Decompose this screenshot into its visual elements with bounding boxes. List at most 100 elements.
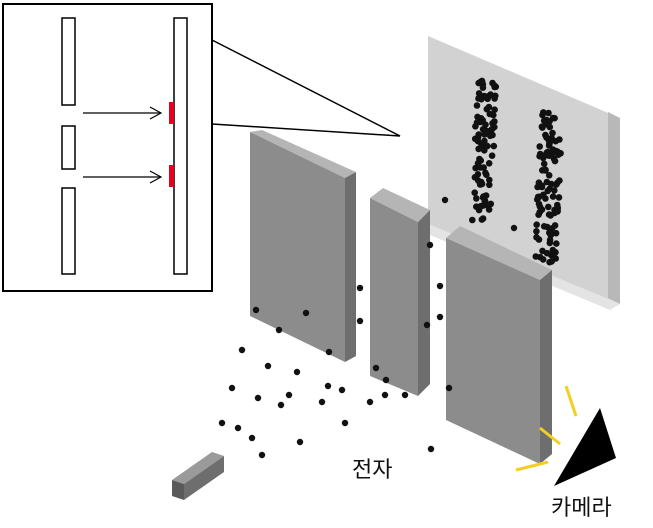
electron-dot xyxy=(372,364,380,372)
electron-dot xyxy=(491,106,498,113)
electron-dot xyxy=(485,160,493,167)
source-top xyxy=(172,452,224,484)
electron-dot xyxy=(318,398,326,406)
electron-dot xyxy=(540,160,548,168)
electron-dot xyxy=(483,171,490,178)
electron-dot xyxy=(277,401,285,409)
electron-dot xyxy=(474,171,482,178)
electron-dot xyxy=(476,181,484,188)
electron-dot xyxy=(475,90,483,97)
electron-dot xyxy=(254,394,262,402)
electron-dot xyxy=(302,309,310,317)
electron-dot xyxy=(479,215,487,222)
barrier-left-face xyxy=(250,132,345,362)
electron-dot xyxy=(471,135,479,143)
electron-dot xyxy=(401,391,409,399)
electron-dot xyxy=(535,236,543,243)
electron-dot xyxy=(445,384,453,392)
electron-dot xyxy=(234,424,242,432)
electron-dot xyxy=(536,203,544,210)
electron-dot xyxy=(426,241,434,249)
electron-dot xyxy=(535,211,542,218)
electron-dot xyxy=(556,177,563,184)
electron-dot xyxy=(510,224,518,232)
electron-dot xyxy=(555,194,563,201)
electron-dot xyxy=(469,216,476,224)
barrier-left-side xyxy=(345,172,356,362)
electron-dot xyxy=(472,123,479,130)
electron-dot xyxy=(540,191,547,199)
inset-hit-mark-upper xyxy=(169,102,174,124)
electron-dot xyxy=(556,136,563,143)
electron-dot xyxy=(477,203,484,210)
electron-dot xyxy=(325,348,333,356)
electron-dot xyxy=(285,391,293,399)
electron-source xyxy=(172,452,224,500)
electron-dot xyxy=(538,182,546,189)
inset-slit-middle xyxy=(61,125,76,170)
electron-dot xyxy=(488,152,496,159)
barrier-left xyxy=(250,130,356,362)
electron-dot xyxy=(533,228,540,235)
electron-dot xyxy=(477,164,484,171)
electron-dot xyxy=(476,155,483,163)
inset-slit-bottom xyxy=(61,187,76,275)
arrow-head xyxy=(149,106,163,120)
electron-dot xyxy=(480,126,488,134)
electron-dot xyxy=(549,146,557,153)
electron-dot xyxy=(552,229,560,237)
electron-dot xyxy=(296,438,304,446)
electron-dot xyxy=(553,240,560,247)
electron-dot xyxy=(252,306,260,314)
barrier-left-top xyxy=(250,130,356,178)
source-side xyxy=(184,456,224,500)
screen-particle-pattern xyxy=(469,77,564,266)
electron-dot xyxy=(543,134,550,141)
electron-dot xyxy=(275,326,283,334)
electron-dot xyxy=(490,142,498,150)
electron-dot xyxy=(491,118,498,125)
electron-dot xyxy=(486,110,494,118)
electron-dot xyxy=(549,193,557,200)
barrier-middle-side xyxy=(418,210,430,396)
electron-dot xyxy=(539,111,546,119)
barrier-middle-top xyxy=(370,188,430,222)
electron-dot xyxy=(366,398,374,406)
electron-dot xyxy=(248,434,256,442)
electron-dot xyxy=(546,236,554,244)
electron-dot xyxy=(540,117,548,124)
electron-dot xyxy=(293,368,301,376)
barrier-middle-face xyxy=(370,198,418,396)
electron-dot xyxy=(481,137,488,145)
electron-dot xyxy=(423,321,431,329)
electron-dot xyxy=(382,376,390,384)
electron-dot xyxy=(473,195,480,202)
electron-dot xyxy=(436,282,444,290)
flash-ray xyxy=(539,426,561,446)
electron-dot xyxy=(485,206,493,213)
electron-dot xyxy=(478,77,486,85)
electron-particles xyxy=(218,196,518,459)
inset-slit-top xyxy=(61,17,76,106)
electron-dot xyxy=(539,247,546,255)
callout-pointer xyxy=(211,39,401,137)
barrier-right xyxy=(446,226,552,464)
electron-dot xyxy=(238,346,246,354)
electron-dot xyxy=(551,209,558,217)
flash-ray xyxy=(564,385,578,417)
electron-dot xyxy=(532,253,540,260)
electron-dot xyxy=(356,317,364,325)
electron-dot xyxy=(473,102,481,109)
electron-dot xyxy=(485,92,493,100)
inset-hit-mark-lower xyxy=(169,165,174,187)
barrier-right-top xyxy=(446,226,552,280)
inset-arrow-lower xyxy=(83,170,163,184)
electron-dot xyxy=(324,382,332,390)
electron-dot xyxy=(540,152,548,160)
barrier-right-side xyxy=(540,270,552,464)
electron-dot xyxy=(427,445,435,453)
screen-side xyxy=(608,112,620,304)
inset-screen xyxy=(173,17,188,275)
